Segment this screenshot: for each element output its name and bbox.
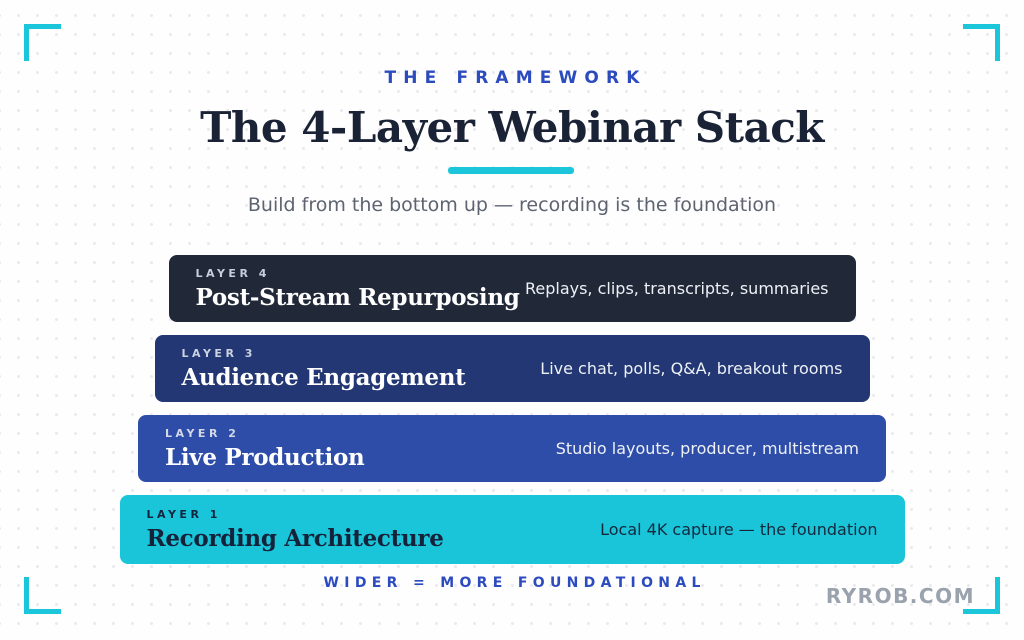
- layer-1-name: Recording Architecture: [146, 524, 444, 552]
- layer-4-description: Replays, clips, transcripts, summaries: [524, 279, 829, 298]
- kicker-label: THE FRAMEWORK: [384, 68, 647, 88]
- layer-4-bar: LAYER 4 Post-Stream Repurposing Replays,…: [168, 255, 856, 322]
- layer-3-text-group: LAYER 3 Audience Engagement: [182, 347, 466, 391]
- layer-4-name: Post-Stream Repurposing: [195, 283, 520, 311]
- corner-bracket-top-left: [24, 24, 61, 61]
- layer-1-description: Local 4K capture — the foundation: [600, 520, 878, 539]
- layer-stack: LAYER 4 Post-Stream Repurposing Replays,…: [0, 255, 1024, 577]
- layer-3-name: Audience Engagement: [181, 363, 466, 391]
- layer-3-label: LAYER 3: [181, 346, 256, 360]
- layer-1-bar: LAYER 1 Recording Architecture Local 4K …: [119, 495, 905, 564]
- layer-1-label: LAYER 1: [146, 507, 221, 521]
- corner-bracket-bottom-left: [24, 577, 61, 614]
- layer-4-label: LAYER 4: [195, 266, 270, 280]
- page-subtitle: Build from the bottom up — recording is …: [247, 194, 777, 216]
- site-watermark: RYROB.COM: [825, 584, 975, 608]
- corner-bracket-bottom-right: [963, 577, 1000, 614]
- layer-2-text-group: LAYER 2 Live Production: [165, 426, 365, 471]
- title-underline-accent: [448, 167, 574, 174]
- layer-4-text-group: LAYER 4 Post-Stream Repurposing: [196, 267, 520, 311]
- layer-1-text-group: LAYER 1 Recording Architecture: [147, 508, 444, 552]
- layer-3-description: Live chat, polls, Q&A, breakout rooms: [540, 359, 843, 378]
- page-title: The 4-Layer Webinar Stack: [200, 103, 824, 152]
- layer-2-label: LAYER 2: [165, 426, 240, 440]
- layer-3-bar: LAYER 3 Audience Engagement Live chat, p…: [154, 335, 870, 402]
- layer-2-description: Studio layouts, producer, multistream: [555, 439, 859, 458]
- layer-2-bar: LAYER 2 Live Production Studio layouts, …: [138, 415, 886, 482]
- layer-2-name: Live Production: [165, 443, 365, 471]
- corner-bracket-top-right: [963, 24, 1000, 61]
- footer-note: WIDER = MORE FOUNDATIONAL: [323, 575, 706, 591]
